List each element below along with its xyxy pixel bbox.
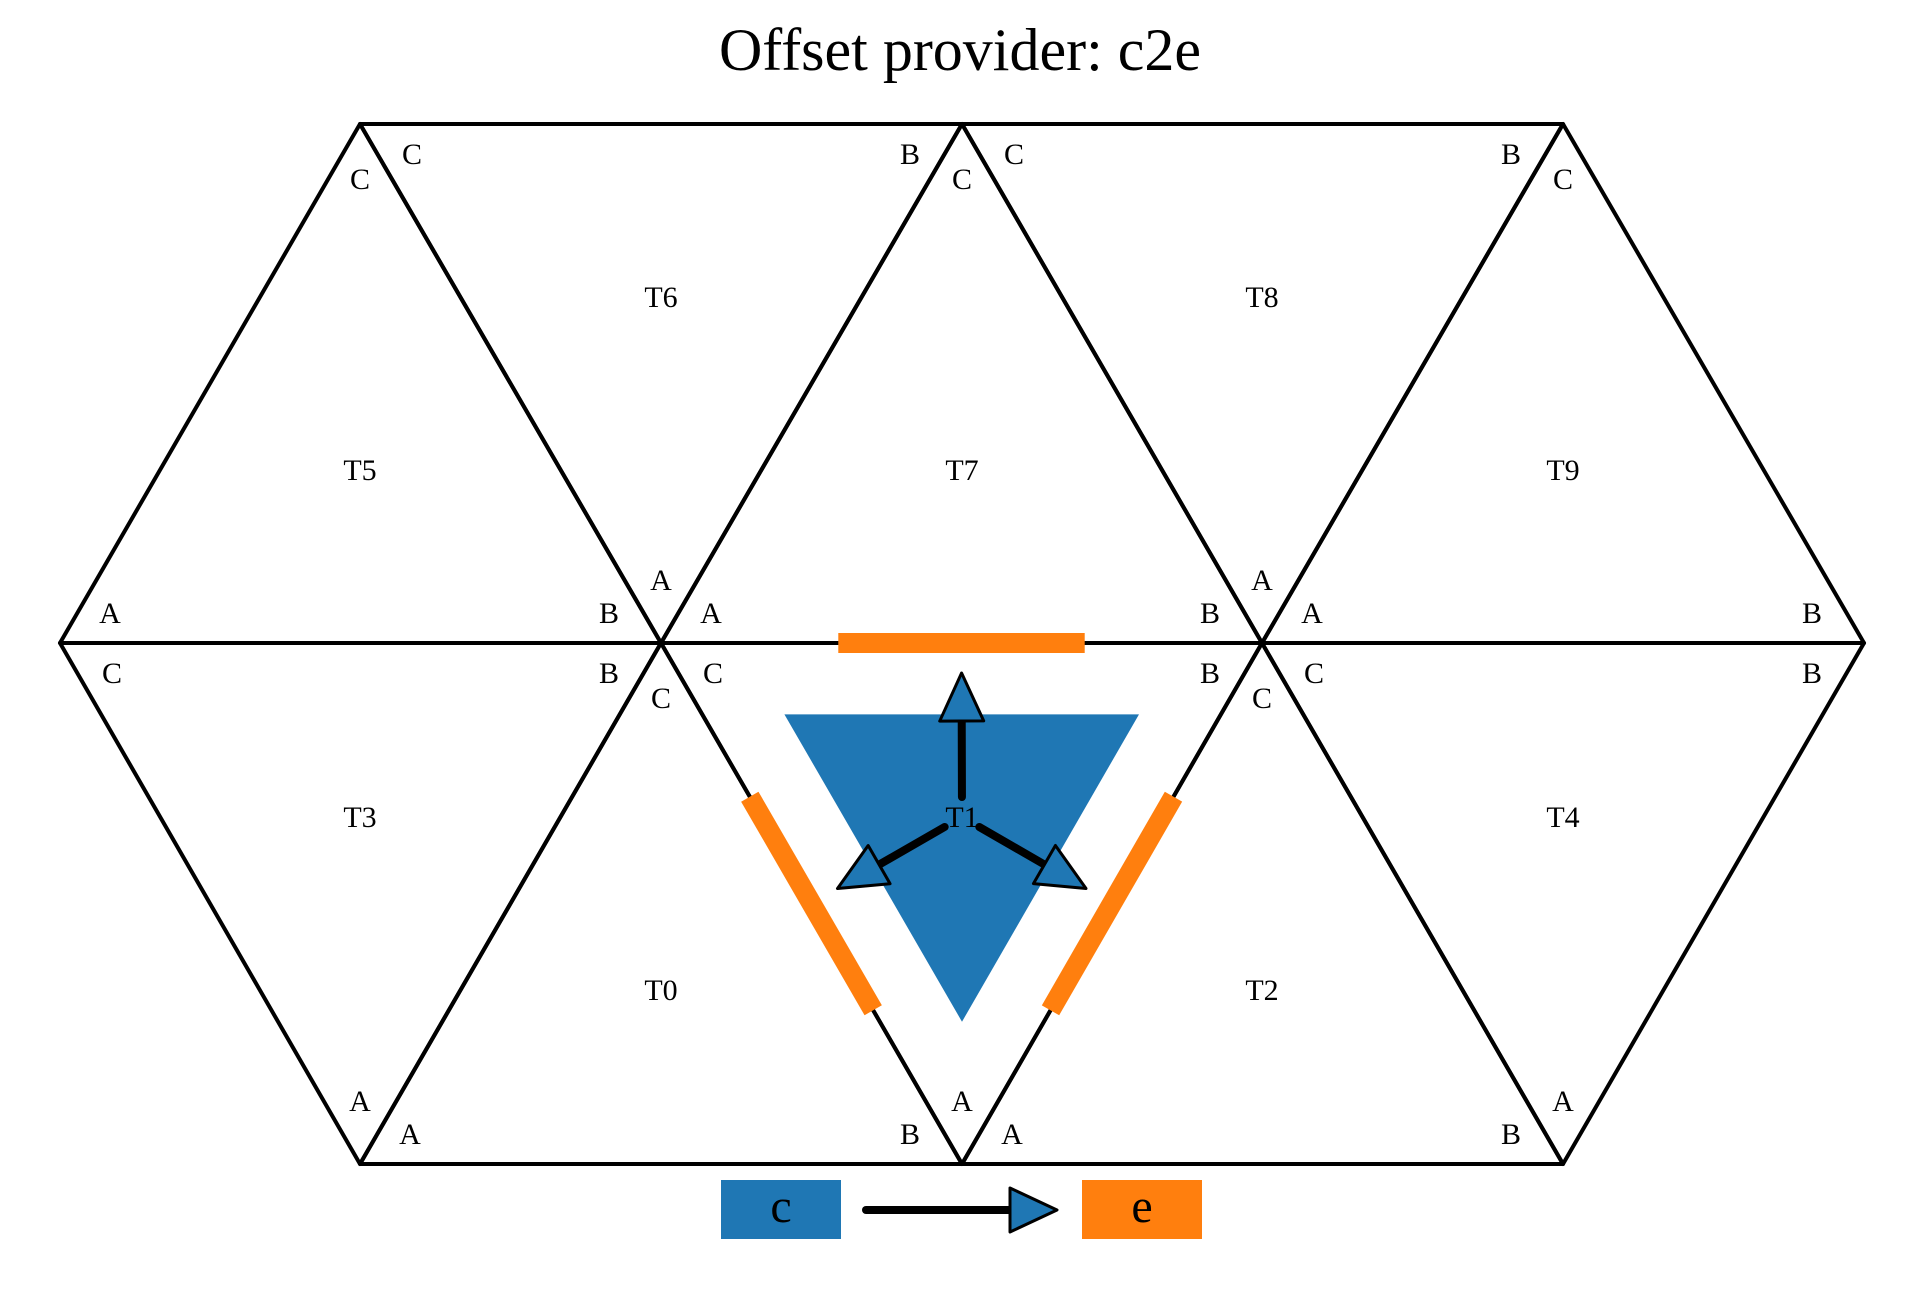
vertex-label-t3-a: A <box>349 1085 371 1118</box>
target-edge-2 <box>741 791 882 1016</box>
c2e-arrow-head-2 <box>836 844 892 891</box>
triangle-label-t3: T3 <box>343 801 376 834</box>
triangle-label-t7: T7 <box>945 454 978 487</box>
c2e-arrow-head-3 <box>1031 843 1088 891</box>
c2e-arrow-shaft-3 <box>975 822 1049 869</box>
triangle-t9 <box>1260 122 1866 645</box>
vertex-label-t5-b: B <box>599 597 619 630</box>
triangle-label-t4: T4 <box>1546 801 1579 834</box>
triangle-t7 <box>659 122 1264 645</box>
vertex-label-t1-b: B <box>1200 657 1220 690</box>
legend-arrow-head <box>1008 1186 1059 1234</box>
vertex-label-t8-a: A <box>1251 564 1273 597</box>
vertex-label-t7-a: A <box>700 597 722 630</box>
legend-target-label: e <box>1131 1180 1152 1233</box>
vertex-label-t7-c: C <box>952 163 972 196</box>
vertex-label-t6-a: A <box>650 564 672 597</box>
vertex-label-t5-a: A <box>99 597 121 630</box>
triangle-label-t2: T2 <box>1245 974 1278 1007</box>
vertex-label-t4-c: C <box>1304 657 1324 690</box>
legend: c e <box>721 1180 1202 1239</box>
c2e-arrow-head-1 <box>938 671 986 723</box>
vertex-label-t2-c: C <box>1252 682 1272 715</box>
vertex-label-t4-a: A <box>1552 1085 1574 1118</box>
vertex-label-t1-a: A <box>951 1085 973 1118</box>
legend-target-swatch <box>1082 1180 1202 1239</box>
vertex-label-t4-b: B <box>1802 657 1822 690</box>
vertex-label-t3-c: C <box>102 657 122 690</box>
triangle-label-t6: T6 <box>644 281 677 314</box>
vertex-label-t9-b: B <box>1802 597 1822 630</box>
vertex-label-t0-c: C <box>651 682 671 715</box>
triangle-label-t5: T5 <box>343 454 376 487</box>
triangle-label-t1: T1 <box>945 801 978 834</box>
vertex-label-t6-b: B <box>900 138 920 171</box>
vertex-label-t0-a: A <box>399 1118 421 1151</box>
source-cell <box>784 714 1139 1022</box>
triangle-label-t8: T8 <box>1245 281 1278 314</box>
vertex-label-t5-c: C <box>350 163 370 196</box>
vertex-label-t7-b: B <box>1200 597 1220 630</box>
vertex-label-t9-a: A <box>1301 597 1323 630</box>
legend-source-swatch <box>721 1180 841 1239</box>
diagram-title: Offset provider: c2e <box>719 17 1201 83</box>
vertex-label-t2-a: A <box>1001 1118 1023 1151</box>
target-edge-3 <box>1041 791 1183 1016</box>
vertex-label-t1-c: C <box>703 657 723 690</box>
vertex-label-t8-b: B <box>1501 138 1521 171</box>
triangle-label-t9: T9 <box>1546 454 1579 487</box>
c2e-arrow-shaft-2 <box>875 822 949 869</box>
legend-source-label: c <box>770 1180 791 1233</box>
vertex-label-t2-b: B <box>1501 1118 1521 1151</box>
vertex-label-t8-c: C <box>1004 138 1024 171</box>
vertex-label-t3-b: B <box>599 657 619 690</box>
triangle-label-t0: T0 <box>644 974 677 1007</box>
c2e-highlight <box>741 633 1183 1022</box>
vertex-label-t9-c: C <box>1553 163 1573 196</box>
vertex-label-t0-b: B <box>900 1118 920 1151</box>
vertex-label-t6-c: C <box>402 138 422 171</box>
triangle-t5 <box>58 122 663 645</box>
